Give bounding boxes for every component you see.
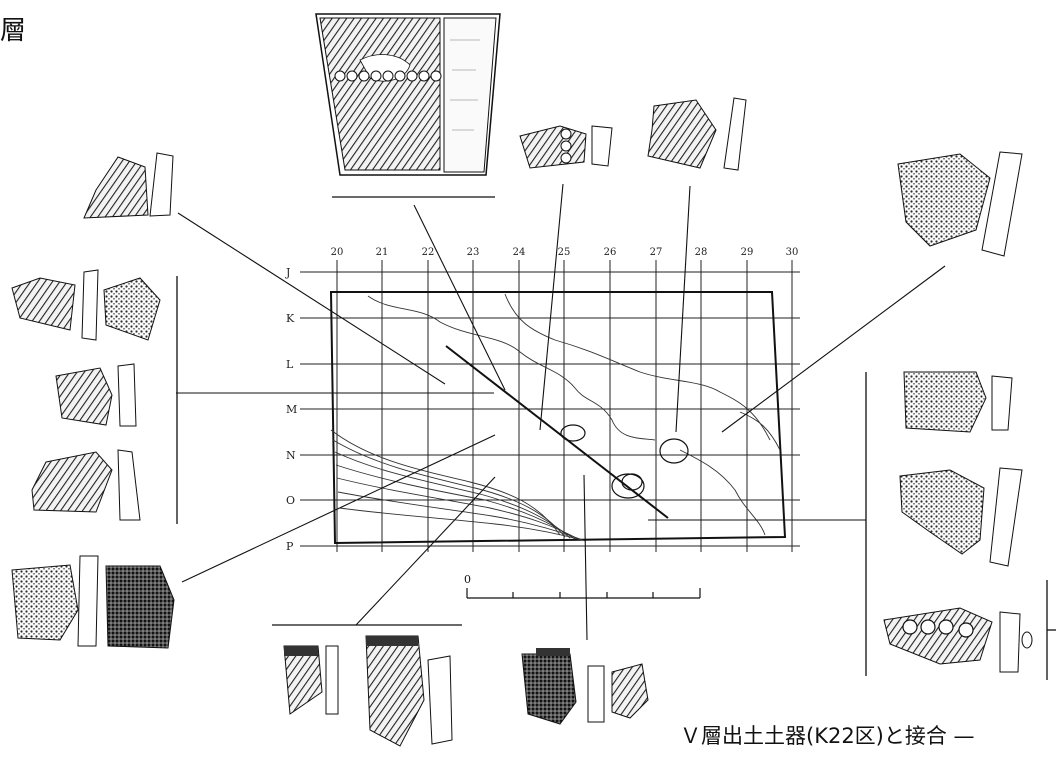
grid-row-label: P (286, 540, 294, 553)
grid-col-label: 21 (376, 247, 389, 258)
grid-col-label: 26 (604, 247, 617, 258)
sherd-right-group-1 (903, 371, 1013, 433)
sherd-top-mid-1 (519, 125, 613, 169)
grid-row-label: O (286, 494, 295, 507)
excavation-boundary (329, 291, 787, 545)
corner-label: 層 (0, 16, 27, 46)
bracket-lines (176, 196, 1056, 680)
sherd-right-group-2 (899, 467, 1023, 567)
grid-col-label: 27 (650, 247, 663, 258)
contour-lines (367, 293, 781, 536)
sherd-left-group-3 (31, 449, 141, 521)
leader-lines (176, 183, 946, 641)
grid-col-label: 25 (558, 247, 571, 258)
scale-bar (466, 588, 701, 599)
grid-row-label: M (286, 403, 297, 416)
grid-col-label: 28 (695, 247, 708, 258)
sherd-left-group-2 (55, 363, 137, 427)
joining-line (445, 345, 669, 519)
grid-col-label: 24 (513, 247, 526, 258)
grid-horizontal-lines (300, 271, 800, 547)
scale-zero-label: 0 (464, 573, 471, 586)
sherd-bottom-left (283, 635, 453, 747)
grid-col-label: 30 (786, 247, 799, 258)
grid-col-label: 29 (741, 247, 754, 258)
vessel-top (315, 13, 501, 176)
grid-row-label: N (286, 449, 296, 462)
grid-row-label: L (286, 358, 294, 371)
sherd-right-group-3 (883, 607, 1033, 673)
figure-caption: Ｖ層出土土器(K22区)と接合 — (680, 724, 975, 748)
grid-col-label: 22 (422, 247, 435, 258)
slope-contours (330, 429, 587, 542)
grid-vertical-lines (336, 260, 793, 552)
sherd-left-group-1 (11, 269, 161, 341)
excavation-plan: 20 21 22 23 24 25 26 27 28 29 30 J K L M… (285, 247, 800, 553)
sherd-bottom-mid (521, 648, 649, 725)
grid-row-label: K (286, 312, 295, 325)
grid-col-label: 23 (467, 247, 480, 258)
sherd-top-mid-2 (647, 97, 747, 171)
sherd-lower-left (11, 555, 175, 649)
grid-col-label: 20 (331, 247, 344, 258)
grid-row-label: J (285, 266, 290, 279)
pit-features (560, 424, 689, 499)
sherd-upper-left (83, 152, 174, 219)
sherd-upper-right (897, 151, 1023, 257)
